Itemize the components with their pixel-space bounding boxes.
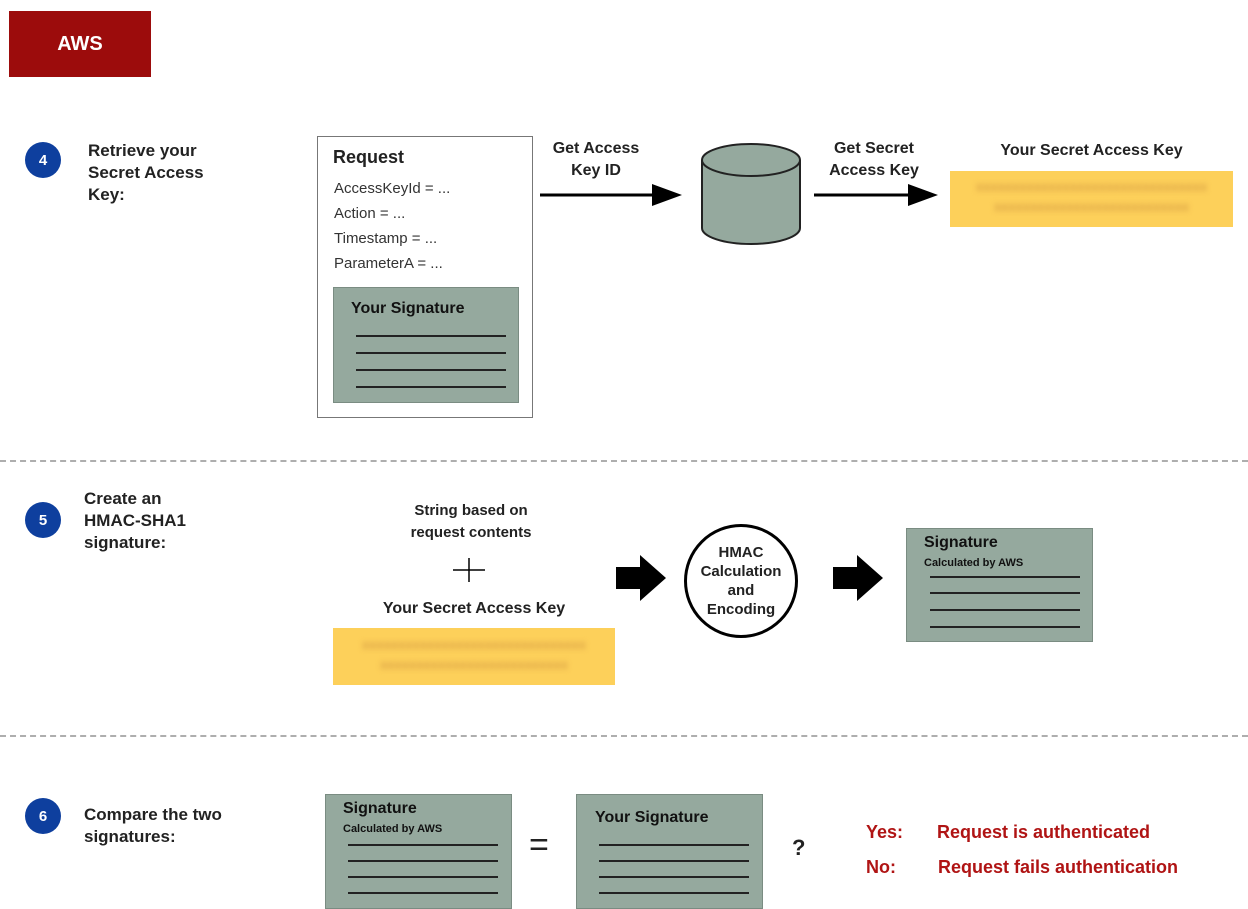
no-result-text: Request fails authentication xyxy=(938,857,1179,877)
signature-line xyxy=(356,352,506,354)
signature-line xyxy=(599,860,749,862)
signature-line xyxy=(599,892,749,894)
no-label: No: xyxy=(866,857,896,877)
hmac-circle: HMAC Calculation and Encoding xyxy=(684,524,798,638)
signature-line xyxy=(930,592,1080,594)
request-line-action: Action = ... xyxy=(334,205,406,222)
secret-access-key-title: Your Secret Access Key xyxy=(1000,142,1183,159)
aws-signature-card-compare: Signature Calculated by AWS xyxy=(325,794,512,909)
request-line-timestamp: Timestamp = ... xyxy=(334,230,438,247)
question-mark: ? xyxy=(792,835,806,860)
request-box: Request AccessKeyId = ... Action = ... T… xyxy=(317,136,533,418)
step-6-label: Compare the two signatures: xyxy=(84,805,222,846)
signature-line xyxy=(930,609,1080,611)
secret-access-key-title-5: Your Secret Access Key xyxy=(382,600,566,617)
your-signature-title: Your Signature xyxy=(351,300,465,317)
request-line-parameter-a: ParameterA = ... xyxy=(334,255,443,272)
step-5-number: 5 xyxy=(25,502,61,538)
block-arrow-right-icon xyxy=(616,555,666,601)
aws-signature-subtitle: Calculated by AWS xyxy=(924,557,1024,569)
arrow-right-icon xyxy=(540,184,682,206)
step-6-number: 6 xyxy=(25,798,61,834)
string-based-label: String based on request contents xyxy=(410,502,532,541)
signature-line xyxy=(599,844,749,846)
equals-sign: = xyxy=(529,826,549,864)
hmac-label: HMAC Calculation and Encoding xyxy=(700,544,782,618)
get-secret-access-key-label: Get Secret Access Key xyxy=(829,140,919,179)
get-access-key-id-label: Get Access Key ID xyxy=(552,140,640,179)
signature-line xyxy=(356,335,506,337)
request-title: Request xyxy=(333,147,405,167)
section-divider xyxy=(0,460,1248,462)
aws-signature-subtitle: Calculated by AWS xyxy=(343,823,443,835)
block-arrow-right-icon xyxy=(833,555,883,601)
database-icon xyxy=(701,143,801,245)
signature-line xyxy=(348,860,498,862)
your-signature-title: Your Signature xyxy=(595,809,709,826)
signature-line xyxy=(599,876,749,878)
signature-line xyxy=(348,892,498,894)
signature-line xyxy=(348,844,498,846)
aws-signature-title: Signature xyxy=(343,800,417,817)
request-line-access-key-id: AccessKeyId = ... xyxy=(334,180,451,197)
section-divider xyxy=(0,735,1248,737)
arrow-right-icon xyxy=(814,184,938,206)
signature-line xyxy=(356,369,506,371)
signature-line xyxy=(356,386,506,388)
signature-line xyxy=(930,626,1080,628)
your-signature-card-compare: Your Signature xyxy=(576,794,763,909)
signature-line xyxy=(348,876,498,878)
yes-label: Yes: xyxy=(866,822,904,842)
signature-line xyxy=(930,576,1080,578)
step-5-label: Create an HMAC-SHA1 signature: xyxy=(84,489,186,552)
plus-icon xyxy=(453,558,485,582)
aws-badge: AWS xyxy=(9,11,151,77)
aws-signature-title: Signature xyxy=(924,534,998,551)
yes-result-text: Request is authenticated xyxy=(937,822,1151,842)
aws-signature-card: Signature Calculated by AWS xyxy=(906,528,1093,642)
your-signature-card: Your Signature xyxy=(333,287,519,403)
step-4-number: 4 xyxy=(25,142,61,178)
step-4-label: Retrieve your Secret Access Key: xyxy=(88,141,204,204)
